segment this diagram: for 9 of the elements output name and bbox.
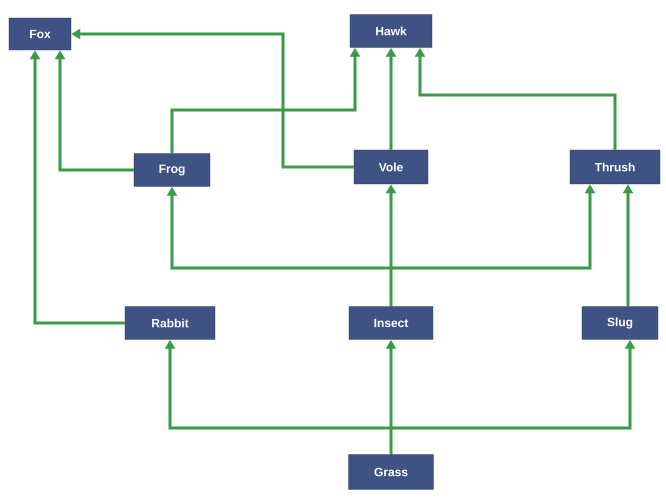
animal-box: Fox bbox=[8, 18, 72, 50]
animal-box: Insect bbox=[348, 306, 434, 340]
animal-box: Rabbit bbox=[124, 306, 216, 340]
animal-box: Grass bbox=[348, 454, 434, 490]
animal-box: Frog bbox=[134, 153, 210, 187]
animal-box: Hawk bbox=[350, 14, 432, 48]
animal-box: Slug bbox=[582, 306, 658, 340]
animal-box: Vole bbox=[354, 150, 428, 184]
animal-box: Thrush bbox=[570, 150, 660, 184]
